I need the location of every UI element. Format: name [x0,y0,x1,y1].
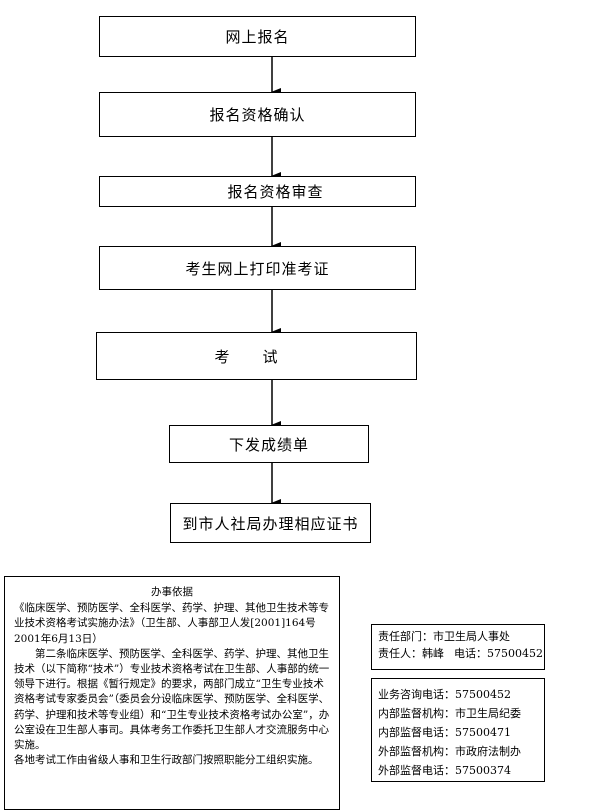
contact-label: 外部监督机构： [378,745,455,758]
step-label: 考 试 [214,347,279,366]
step-label: 网上报名 [225,28,290,46]
contact-row: 外部监督机构： 市政府法制办 [378,742,544,761]
step-print-admission-ticket: 考生网上打印准考证 [99,246,416,290]
legal-basis-paragraph: 《临床医学、预防医学、全科医学、药学、护理、其他卫生技术等专业技术资格考试实施办… [14,602,329,645]
contact-row: 业务咨询电话： 57500452 [378,685,544,704]
step-qualification-confirm: 报名资格确认 [99,92,416,137]
legal-basis-title: 办事依据 [151,586,193,598]
step-issue-score-report: 下发成绩单 [169,425,369,463]
contact-label: 外部监督电话： [378,764,455,777]
contact-row: 外部监督电话： 57500374 [378,761,544,780]
contact-label: 内部监督机构： [378,707,455,720]
contact-label: 内部监督电话： [378,726,455,739]
responsible-person-value: 韩峰 [422,647,444,660]
responsible-dept-row: 责任部门： 市卫生局人事处 [378,628,544,645]
step-qualification-review: 报名资格审查 [99,176,416,207]
step-label: 考生网上打印准考证 [185,259,330,278]
supervision-contacts-box: 业务咨询电话： 57500452 内部监督机构： 市卫生局纪委 内部监督电话： … [371,678,545,782]
contact-row: 内部监督机构： 市卫生局纪委 [378,704,544,723]
contact-value: 57500452 [455,688,511,701]
contact-value: 57500471 [455,726,511,739]
contact-value: 市政府法制办 [455,745,521,758]
step-label: 报名资格确认 [209,106,306,124]
step-label: 到市人社局办理相应证书 [182,514,359,533]
responsible-person-row: 责任人： 韩峰 电话： 57500452 [378,645,544,662]
responsible-phone-label: 电话： [454,647,487,660]
responsible-dept-value: 市卫生局人事处 [433,630,510,643]
step-exam: 考 试 [96,332,417,380]
contact-value: 57500374 [455,764,511,777]
legal-basis-box: 办事依据 《临床医学、预防医学、全科医学、药学、护理、其他卫生技术等专业技术资格… [4,576,340,810]
responsible-person-label: 责任人： [378,647,422,660]
contact-value: 市卫生局纪委 [455,707,521,720]
step-label: 下发成绩单 [228,435,309,454]
contact-row: 内部监督电话： 57500471 [378,723,544,742]
responsible-box: 责任部门： 市卫生局人事处 责任人： 韩峰 电话： 57500452 [371,624,545,670]
step-obtain-certificate: 到市人社局办理相应证书 [170,503,371,543]
step-online-registration: 网上报名 [99,16,416,57]
responsible-dept-label: 责任部门： [378,630,433,643]
responsible-phone-value: 57500452 [487,647,543,660]
legal-basis-paragraph: 各地考试工作由省级人事和卫生行政部门按照职能分工组织实施。 [14,754,319,767]
legal-basis-paragraph: 第二条临床医学、预防医学、全科医学、药学、护理、其他卫生技术（以下简称“技术”）… [14,647,330,752]
step-label: 报名资格审查 [227,183,324,201]
contact-label: 业务咨询电话： [378,688,455,701]
